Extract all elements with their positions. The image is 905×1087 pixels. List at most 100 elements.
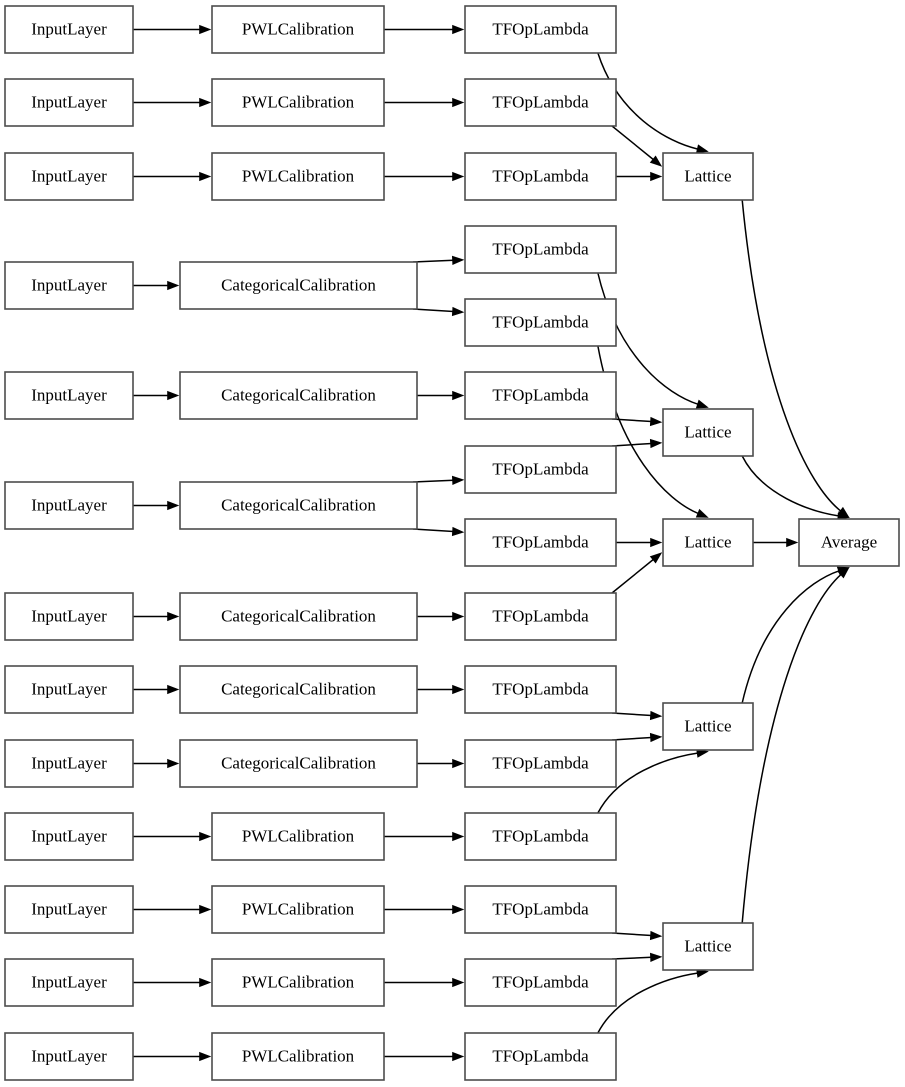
node-lat1[interactable]: Lattice xyxy=(662,152,754,201)
node-box-input-layer[interactable] xyxy=(4,592,134,641)
arrow-head-icon xyxy=(786,537,799,548)
node-box-tfop-lambda[interactable] xyxy=(464,78,617,127)
node-box-pwlcalibration[interactable] xyxy=(211,958,385,1007)
node-op13[interactable]: TFOpLambda xyxy=(464,885,617,934)
node-box-tfop-lambda[interactable] xyxy=(464,812,617,861)
node-op5[interactable]: TFOpLambda xyxy=(464,298,617,347)
node-in9[interactable]: InputLayer xyxy=(4,739,134,788)
node-cal11[interactable]: PWLCalibration xyxy=(211,885,385,934)
node-cal7[interactable]: CategoricalCalibration xyxy=(179,592,418,641)
arrow-head-icon xyxy=(452,171,465,182)
node-op15[interactable]: TFOpLambda xyxy=(464,1032,617,1081)
node-cal12[interactable]: PWLCalibration xyxy=(211,958,385,1007)
node-op1[interactable]: TFOpLambda xyxy=(464,5,617,54)
node-box-average[interactable] xyxy=(798,518,900,567)
node-cal4[interactable]: CategoricalCalibration xyxy=(179,261,418,310)
node-op7[interactable]: TFOpLambda xyxy=(464,445,617,494)
node-box-pwlcalibration[interactable] xyxy=(211,5,385,54)
node-op6[interactable]: TFOpLambda xyxy=(464,371,617,420)
node-box-pwlcalibration[interactable] xyxy=(211,885,385,934)
node-box-lattice[interactable] xyxy=(662,152,754,201)
node-in11[interactable]: InputLayer xyxy=(4,885,134,934)
node-label-input-layer: InputLayer xyxy=(31,166,107,185)
node-in2[interactable]: InputLayer xyxy=(4,78,134,127)
node-box-input-layer[interactable] xyxy=(4,481,134,530)
node-in7[interactable]: InputLayer xyxy=(4,592,134,641)
node-box-tfop-lambda[interactable] xyxy=(464,225,617,274)
node-in5[interactable]: InputLayer xyxy=(4,371,134,420)
node-box-tfop-lambda[interactable] xyxy=(464,592,617,641)
node-box-tfop-lambda[interactable] xyxy=(464,445,617,494)
node-box-input-layer[interactable] xyxy=(4,5,134,54)
node-box-pwlcalibration[interactable] xyxy=(211,812,385,861)
node-box-categorical-calibration[interactable] xyxy=(179,481,418,530)
arrow-head-icon xyxy=(695,144,709,154)
node-op14[interactable]: TFOpLambda xyxy=(464,958,617,1007)
node-box-tfop-lambda[interactable] xyxy=(464,371,617,420)
node-op2[interactable]: TFOpLambda xyxy=(464,78,617,127)
node-in8[interactable]: InputLayer xyxy=(4,665,134,714)
node-cal8[interactable]: CategoricalCalibration xyxy=(179,665,418,714)
node-cal3[interactable]: PWLCalibration xyxy=(211,152,385,201)
node-box-input-layer[interactable] xyxy=(4,371,134,420)
node-box-input-layer[interactable] xyxy=(4,78,134,127)
node-box-tfop-lambda[interactable] xyxy=(464,298,617,347)
node-lat5[interactable]: Lattice xyxy=(662,922,754,971)
node-box-input-layer[interactable] xyxy=(4,885,134,934)
node-in1[interactable]: InputLayer xyxy=(4,5,134,54)
node-box-lattice[interactable] xyxy=(662,408,754,457)
node-box-input-layer[interactable] xyxy=(4,812,134,861)
node-box-tfop-lambda[interactable] xyxy=(464,665,617,714)
node-box-categorical-calibration[interactable] xyxy=(179,592,418,641)
node-box-pwlcalibration[interactable] xyxy=(211,78,385,127)
node-box-tfop-lambda[interactable] xyxy=(464,958,617,1007)
node-box-categorical-calibration[interactable] xyxy=(179,371,418,420)
node-op10[interactable]: TFOpLambda xyxy=(464,665,617,714)
node-cal9[interactable]: CategoricalCalibration xyxy=(179,739,418,788)
node-cal6[interactable]: CategoricalCalibration xyxy=(179,481,418,530)
node-box-input-layer[interactable] xyxy=(4,261,134,310)
node-op3[interactable]: TFOpLambda xyxy=(464,152,617,201)
node-box-lattice[interactable] xyxy=(662,922,754,971)
node-box-categorical-calibration[interactable] xyxy=(179,261,418,310)
node-box-lattice[interactable] xyxy=(662,702,754,751)
edge-input-layer-to-categorical-calibration xyxy=(133,611,180,622)
node-cal5[interactable]: CategoricalCalibration xyxy=(179,371,418,420)
node-box-input-layer[interactable] xyxy=(4,739,134,788)
node-box-pwlcalibration[interactable] xyxy=(211,152,385,201)
node-in12[interactable]: InputLayer xyxy=(4,958,134,1007)
node-op12[interactable]: TFOpLambda xyxy=(464,812,617,861)
node-cal2[interactable]: PWLCalibration xyxy=(211,78,385,127)
node-box-tfop-lambda[interactable] xyxy=(464,518,617,567)
node-in10[interactable]: InputLayer xyxy=(4,812,134,861)
node-box-tfop-lambda[interactable] xyxy=(464,152,617,201)
node-avg[interactable]: Average xyxy=(798,518,900,567)
node-box-input-layer[interactable] xyxy=(4,958,134,1007)
node-op4[interactable]: TFOpLambda xyxy=(464,225,617,274)
node-box-pwlcalibration[interactable] xyxy=(211,1032,385,1081)
node-in6[interactable]: InputLayer xyxy=(4,481,134,530)
node-cal1[interactable]: PWLCalibration xyxy=(211,5,385,54)
node-box-tfop-lambda[interactable] xyxy=(464,885,617,934)
node-box-tfop-lambda[interactable] xyxy=(464,5,617,54)
edge-pwlcalibration-to-tfop-lambda xyxy=(384,24,465,35)
node-cal13[interactable]: PWLCalibration xyxy=(211,1032,385,1081)
node-box-categorical-calibration[interactable] xyxy=(179,739,418,788)
node-op11[interactable]: TFOpLambda xyxy=(464,739,617,788)
node-in4[interactable]: InputLayer xyxy=(4,261,134,310)
node-box-tfop-lambda[interactable] xyxy=(464,1032,617,1081)
node-lat2[interactable]: Lattice xyxy=(662,408,754,457)
node-box-input-layer[interactable] xyxy=(4,665,134,714)
node-in13[interactable]: InputLayer xyxy=(4,1032,134,1081)
node-box-categorical-calibration[interactable] xyxy=(179,665,418,714)
node-op9[interactable]: TFOpLambda xyxy=(464,592,617,641)
node-lat4[interactable]: Lattice xyxy=(662,702,754,751)
node-box-input-layer[interactable] xyxy=(4,1032,134,1081)
node-in3[interactable]: InputLayer xyxy=(4,152,134,201)
node-cal10[interactable]: PWLCalibration xyxy=(211,812,385,861)
node-lat3[interactable]: Lattice xyxy=(662,518,754,567)
node-box-input-layer[interactable] xyxy=(4,152,134,201)
node-op8[interactable]: TFOpLambda xyxy=(464,518,617,567)
node-box-tfop-lambda[interactable] xyxy=(464,739,617,788)
node-box-lattice[interactable] xyxy=(662,518,754,567)
